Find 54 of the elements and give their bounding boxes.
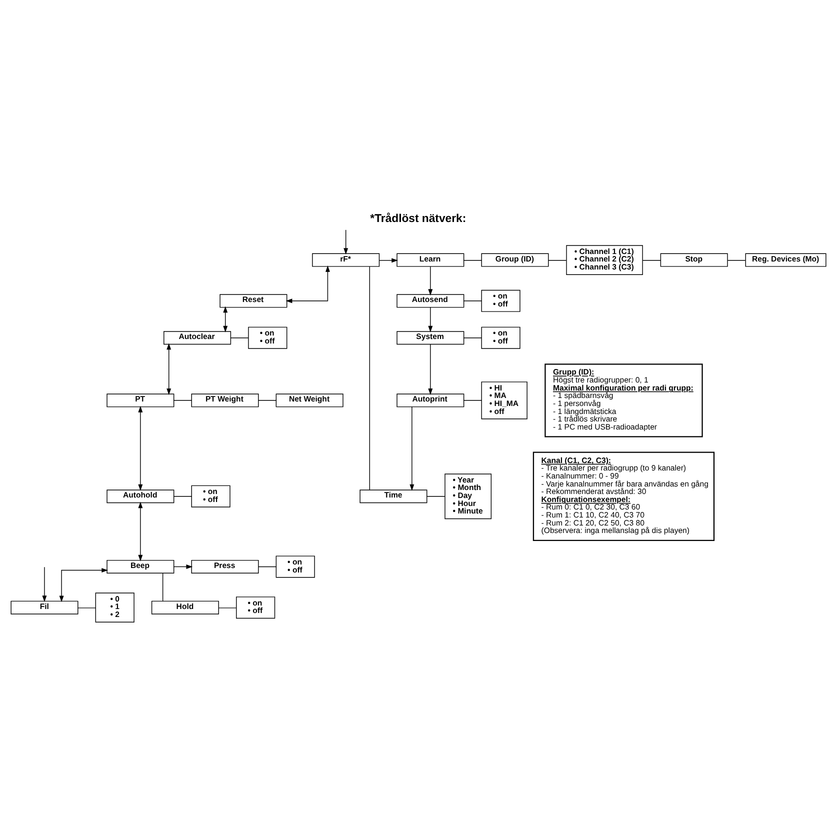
node-box: • on • off [236,596,276,618]
node-box: Grupp (ID): Högst tre radiogrupper: 0, 1 Maximal konfiguration per radi grupp: - 1 spädbarnsvåg - 1 personvåg - 1 längdmätsticka - 1 trådlös skrivare - 1 PC med USB-radioadapter [544,363,703,437]
arrow [138,405,143,490]
node-box: Hold [151,600,219,614]
connector [162,572,164,602]
arrow [428,306,433,332]
node-box: PT Weight [191,393,259,407]
node-box: Fil [10,600,78,614]
node-box: Learn [396,252,464,266]
node-box: Beep [106,559,174,573]
node-box: Autoclear [164,330,232,344]
arrow [138,501,143,561]
node-box: Press [191,559,259,573]
node-box: • on • off [191,484,230,507]
diagram-title: *Trådlöst nätverk: [370,212,466,225]
arrow [286,265,330,303]
node-box: Kanal (C1, C2, C3): - Tre kanaler per radiogrupp (to 9 kanaler) - Kanalnummer: 0 - 99 - Varje kanalnummer får bara användas en gång - Rekommenderat avstånd: 30 Konfigurationsexempel: - Rum 0: C1 0, C2 30, C3 60 - Rum 1: C1 10, C2 40, C3 70 - Rum 2: C1 20, C2 50, C3 80 (Observera: inga mellanslag på dis playen) [532,451,715,540]
node-box: • Year • Month • Day • Hour • Minute [444,473,492,519]
node-box: Autosend [396,294,464,308]
node-box: • Channel 1 (C1) • Channel 2 (C2) • Channel 3 (C3) [566,244,643,274]
arrow [166,342,172,394]
arrow [410,406,414,490]
connector [464,300,482,301]
connector [369,266,370,490]
arrow [344,229,348,254]
node-box: • on • off [276,555,315,578]
connector [258,566,276,567]
arrow [59,568,108,602]
node-box: • HI • MA • HI_MA • off [481,381,528,419]
node-box: • 0 • 1 • 2 [95,592,134,622]
arrow [223,306,228,332]
node-box: System [396,330,464,344]
arrow [428,266,433,296]
node-box: Net Weight [276,393,344,407]
node-box: Time [360,489,428,503]
node-box: Reg. Devices (Mo) [745,252,826,266]
node-box: Group (ID) [481,252,549,266]
connector [218,607,237,608]
connector [78,607,96,608]
arrow [174,564,193,568]
node-box: PT [106,393,174,407]
arrow [428,343,433,394]
node-box: Reset [220,294,288,308]
connector [230,337,249,338]
node-box: Autoprint [396,393,464,407]
arrow [42,566,47,602]
node-box: Stop [660,252,728,266]
node-box: • on • off [248,326,288,348]
node-box: rF* [312,252,380,266]
node-box: • on • off [481,289,520,312]
node-box: • on • off [481,326,520,348]
connector [464,337,482,338]
node-box: Autohold [106,489,174,503]
arrow [378,258,398,262]
